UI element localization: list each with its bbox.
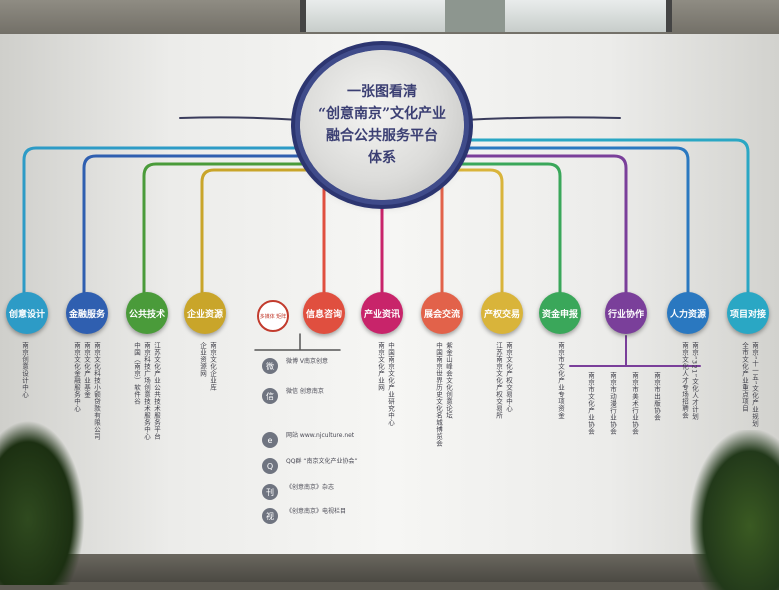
plant-left — [0, 420, 85, 585]
node-info-consult: 信息咨询 — [303, 292, 345, 334]
media-row: 微 微博 V南京创意 — [262, 358, 372, 376]
column-text: 江苏南京文化产权交易所 — [494, 342, 503, 419]
column-text: 南京文化金融服务中心 — [72, 342, 81, 412]
hub-line-1: 一张图看清 — [347, 84, 417, 100]
hub-title-circle: 一张图看清 “创意南京”文化产业 融合公共服务平台 体系 — [300, 50, 464, 200]
column-text: 南京市文化产业协会 — [586, 372, 595, 435]
column-text: 南京文化产业基金 — [82, 342, 91, 398]
column-text: 南京文化产权交易中心 — [504, 342, 513, 412]
node-industry-news: 产业资讯 — [361, 292, 403, 334]
wechat-icon: 信 — [262, 388, 278, 404]
node-project-match: 项目对接 — [727, 292, 769, 334]
column-text: 江苏文化产业公共技术服务平台 — [152, 342, 161, 440]
media-text: 网站 www.njculture.net — [286, 432, 355, 439]
media-text: 微博 V南京创意 — [286, 358, 329, 365]
column-text: 南京市动漫行业协会 — [608, 372, 617, 435]
media-text: 微信 创意南京 — [286, 388, 324, 395]
node-exhibition: 展会交流 — [421, 292, 463, 334]
node-financial-service: 金融服务 — [66, 292, 108, 334]
column-text: 企业资源网 — [198, 342, 207, 377]
node-human-resource: 人力资源 — [667, 292, 709, 334]
hub-line-4: 体系 — [368, 150, 396, 166]
column-text: 南京“十一五”文化产业规划 — [750, 342, 759, 427]
column-text: 紫金山峰会文化创意论坛 — [444, 342, 453, 419]
hub-line-3: 融合公共服务平台 — [326, 128, 438, 144]
column-text: 全市文化产业重点项目 — [740, 342, 749, 412]
column-text: 南京文化科技小额贷款有限公司 — [92, 342, 101, 440]
media-row: e 网站 www.njculture.net — [262, 432, 372, 450]
media-row: Q QQ群 “南京文化产业协会” — [262, 458, 372, 476]
column-text: 中国（南京）软件谷 — [132, 342, 141, 405]
media-text: QQ群 “南京文化产业协会” — [286, 458, 358, 465]
node-enterprise-resource: 企业资源 — [184, 292, 226, 334]
multimedia-matrix-circle: 多媒体 矩阵 — [257, 300, 289, 332]
plant-right — [690, 430, 779, 590]
tv-icon: 视 — [262, 508, 278, 524]
node-industry-coop: 行业协作 — [605, 292, 647, 334]
column-text: 南京文化产业网 — [376, 342, 385, 391]
node-creative-design: 创意设计 — [6, 292, 48, 334]
weibo-icon: 微 — [262, 358, 278, 374]
column-text: 南京“321”文化人才计划 — [690, 342, 699, 420]
column-text: 南京科技广场创意技术服务中心 — [142, 342, 151, 440]
node-public-tech: 公共技术 — [126, 292, 168, 334]
column-text: 南京文化企业库 — [208, 342, 217, 391]
column-text: 南京文化人才专场招聘会 — [680, 342, 689, 419]
column-text: 南京创意设计中心 — [20, 342, 29, 398]
hub-line-2: “创意南京”文化产业 — [317, 106, 447, 122]
magazine-icon: 刊 — [262, 484, 278, 500]
column-text: 中国南京文化产业研究中心 — [386, 342, 395, 426]
qq-icon: Q — [262, 458, 278, 474]
website-icon: e — [262, 432, 278, 448]
media-row: 信 微信 创意南京 — [262, 388, 372, 406]
column-text: 南京市文化产业专项资金 — [556, 342, 565, 419]
column-text: 南京市美术行业协会 — [630, 372, 639, 435]
media-row: 刊 《创意南京》杂志 — [262, 484, 372, 502]
column-text: 中国南京世界历史文化名城博览会 — [434, 342, 443, 447]
window-frame — [445, 0, 505, 32]
node-property-trade: 产权交易 — [481, 292, 523, 334]
media-text: 《创意南京》杂志 — [286, 484, 335, 491]
node-fund-apply: 资金申报 — [539, 292, 581, 334]
column-text: 南京市出版协会 — [652, 372, 661, 421]
media-text: 《创意南京》电视栏目 — [286, 508, 347, 515]
floor — [0, 554, 779, 582]
media-row: 视 《创意南京》电视栏目 — [262, 508, 372, 526]
